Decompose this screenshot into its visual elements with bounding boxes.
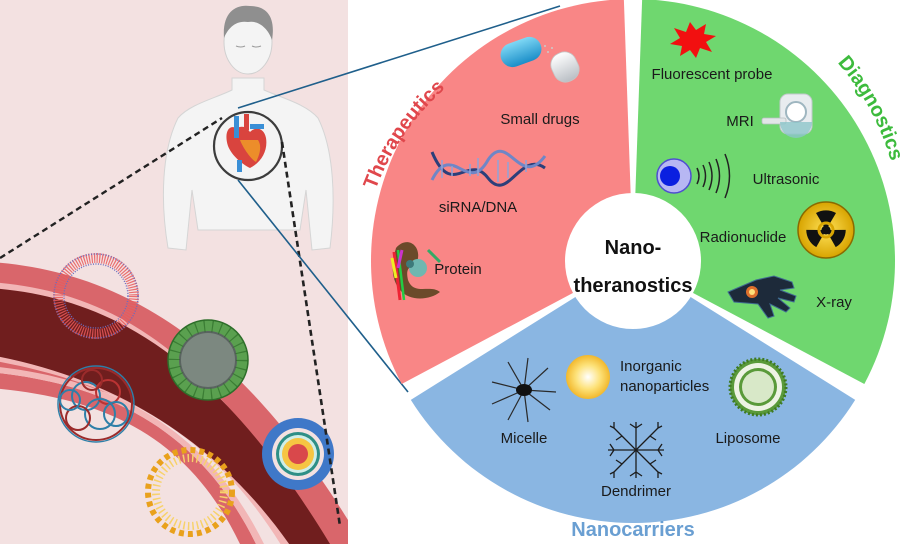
center-hub [565,193,701,329]
item-small-drugs: Small drugs [500,36,580,128]
segment-nanocarriers [410,261,856,523]
item-label: Liposome [715,430,780,447]
item-label: Ultrasonic [753,171,820,188]
item-label: Inorganic [620,358,682,375]
item-label: Micelle [501,430,548,447]
item-label: Fluorescent probe [652,66,773,83]
segment-title-nanocarriers: Nanocarriers [571,519,694,541]
zoom-connector-line [237,5,561,109]
gold-nanoparticle-icon [566,355,610,399]
heart-icon [226,114,267,172]
dna-helix-icon [430,150,547,187]
item-dendrimer: Dendrimer [601,422,671,500]
polymer-micelle-particle [53,253,139,339]
item-liposome: Liposome [715,357,788,447]
xray-hand-icon [727,275,797,319]
item-protein: Protein [390,242,482,301]
item-label: Protein [434,261,482,278]
center-title-line1: Nano- [605,237,662,259]
starburst-icon [670,22,716,58]
item-x-ray: X-ray [727,275,852,319]
item-label: Radionuclide [700,229,787,246]
liposome-icon [728,357,788,417]
liposome-particle [145,447,235,537]
item-micelle: Micelle [491,357,557,447]
item-label-line2: nanoparticles [620,378,709,395]
zoom-connector-line [237,179,409,393]
segment-diagnostics [633,0,895,385]
core-shell-nanoparticle [167,319,249,401]
item-label: X-ray [816,294,852,311]
capsule-icon [500,36,580,83]
item-label: Dendrimer [601,483,671,500]
item-label: MRI [726,113,754,130]
left-panel [0,0,348,544]
dendrimer-icon [608,422,664,478]
mri-scanner-icon [761,93,813,138]
center-title-line2: theranostics [574,275,693,297]
item-sirna-dna: siRNA/DNA [430,150,547,216]
radiation-icon [797,201,855,259]
protein-structure-icon [390,242,442,301]
targeted-nanoparticle [262,418,334,490]
nanogel-particle [57,365,135,443]
segment-therapeutics [371,0,633,385]
item-radionuclide: Radionuclide [700,201,855,259]
ultrasound-waves-icon [656,153,731,199]
item-inorganic-nanoparticles: Inorganic nanoparticles [566,355,709,399]
item-fluorescent-probe: Fluorescent probe [652,22,773,83]
theranostics-wheel: Therapeutics Diagnostics Nanocarriers Sm… [360,0,904,541]
item-label: Small drugs [500,111,579,128]
micelle-icon [491,357,557,423]
item-mri: MRI [726,93,813,138]
dashed-connector [280,141,342,527]
item-ultrasonic: Ultrasonic [656,153,820,199]
dashed-connector [0,116,223,260]
item-label: siRNA/DNA [439,199,517,216]
